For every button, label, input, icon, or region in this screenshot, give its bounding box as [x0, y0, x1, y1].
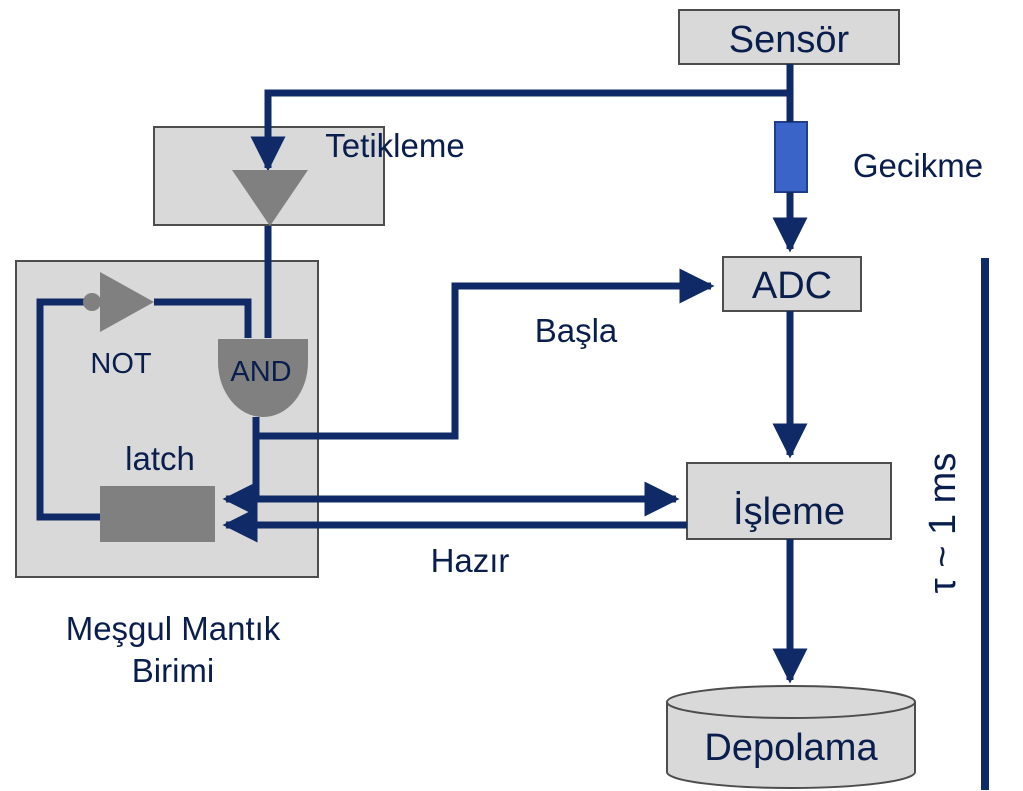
and-gate-label: AND [230, 356, 291, 388]
ready-label: Hazır [431, 542, 510, 579]
start-label: Başla [535, 312, 618, 349]
wire-feedback [36, 298, 100, 521]
wire-start [252, 268, 715, 440]
latch-label: latch [125, 440, 195, 477]
wire-sensor-trigger [250, 89, 790, 172]
and-gate-icon [218, 339, 308, 417]
wire-not-and [154, 298, 252, 338]
storage-cylinder [666, 685, 916, 789]
adc-box [722, 256, 862, 312]
not-gate-icon [83, 272, 154, 332]
delay-element [774, 121, 808, 193]
storage-label: Depolama [704, 727, 878, 769]
timing-label: τ ~ 1 ms [922, 453, 964, 594]
adc-label: ADC [752, 265, 832, 307]
processing-label: İşleme [733, 490, 845, 533]
trigger-label: Tetikleme [325, 127, 464, 164]
busy-logic-title-line1: Meşgul Mantık [66, 610, 281, 647]
delay-label: Gecikme [853, 147, 983, 184]
wires [36, 64, 808, 684]
trigger-comparator-icon [232, 170, 308, 226]
sensor-label: Sensör [729, 19, 850, 61]
not-gate-label: NOT [90, 348, 152, 380]
latch-block [100, 486, 215, 542]
busy-logic-title-line2: Birimi [132, 652, 214, 689]
